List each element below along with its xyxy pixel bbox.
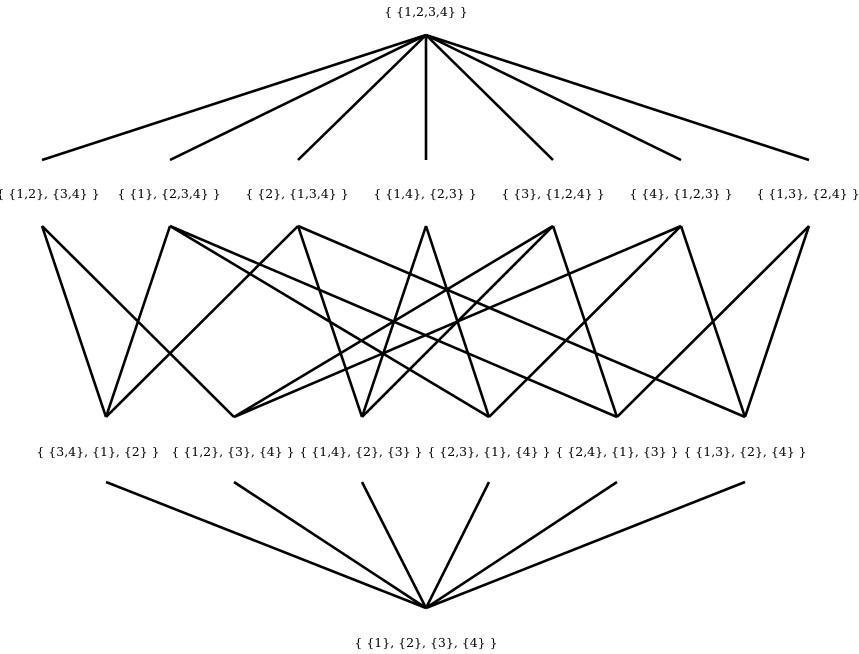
edge-t-a7 <box>425 33 810 162</box>
edge-a6-b2 <box>233 224 682 419</box>
edge-b1-z <box>105 480 427 610</box>
lattice-labels: { {1,2,3,4} } { {1,2}, {3,4} } { {1}, {2… <box>0 4 859 650</box>
edge-a3-b6 <box>297 224 746 419</box>
node-label-level2: { {1,2}, {3,4} } <box>0 186 100 201</box>
edge-a7-b5 <box>616 225 810 418</box>
edge-a3-b3 <box>296 225 364 418</box>
edge-a2-b1 <box>104 225 172 418</box>
edge-b6-z <box>425 480 746 610</box>
node-label-level2: { {2}, {1,3,4} } <box>245 186 348 201</box>
edge-b4-z <box>424 481 491 609</box>
node-label-bottom: { {1}, {2}, {3}, {4} } <box>354 635 497 650</box>
node-label-level2: { {3}, {1,2,4} } <box>501 186 604 201</box>
edge-b3-z <box>360 481 428 609</box>
edge-a3-b1 <box>105 225 299 418</box>
node-label-level3: { {1,3}, {2}, {4} } <box>683 444 806 459</box>
node-label-level2: { {1,3}, {2,4} } <box>756 186 859 201</box>
edge-b2-z <box>233 480 427 610</box>
node-label-top: { {1,2,3,4} } <box>384 4 468 19</box>
edge-t-a1 <box>41 33 427 162</box>
node-label-level3: { {2,3}, {1}, {4} } <box>427 444 550 459</box>
node-label-level2: { {1}, {2,3,4} } <box>117 186 220 201</box>
edge-t-a6 <box>425 33 682 162</box>
edge-a1-b1 <box>40 225 108 418</box>
node-label-level2: { {1,4}, {2,3} } <box>373 186 476 201</box>
node-label-level3: { {1,4}, {2}, {3} } <box>299 444 422 459</box>
edge-a7-b6 <box>743 225 811 418</box>
edge-t-a5 <box>425 34 554 161</box>
edge-t-a3 <box>297 34 427 161</box>
node-label-level3: { {3,4}, {1}, {2} } <box>36 444 159 459</box>
edge-a5-b2 <box>233 224 554 419</box>
edge-b5-z <box>425 480 618 610</box>
lattice-edges <box>40 33 811 610</box>
edge-t-a2 <box>169 33 427 162</box>
node-label-level2: { {4}, {1,2,3} } <box>629 186 732 201</box>
node-label-level3: { {2,4}, {1}, {3} } <box>555 444 678 459</box>
edge-a6-b4 <box>488 225 682 418</box>
node-label-level3: { {1,2}, {3}, {4} } <box>171 444 294 459</box>
